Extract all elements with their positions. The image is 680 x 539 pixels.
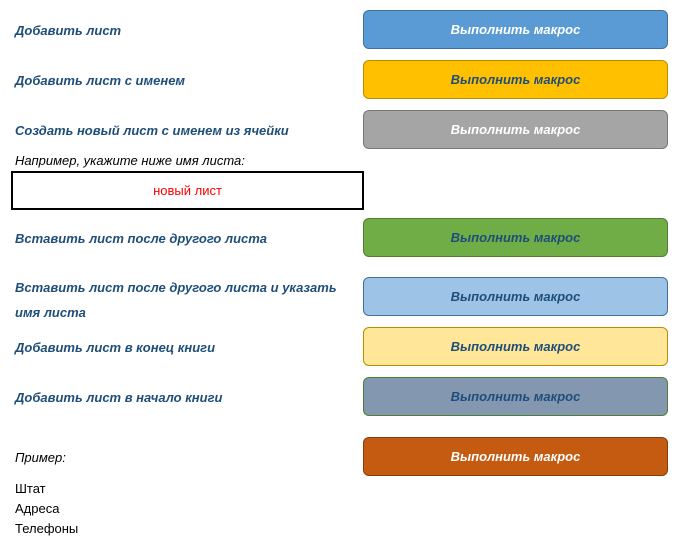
example-list-item: Адреса — [15, 501, 60, 516]
label-insert-after-sheet-with-name: Вставить лист после другого листа и указ… — [15, 280, 337, 320]
sheet-name-cell[interactable]: новый лист — [11, 171, 364, 210]
sheet-name-hint: Например, укажите ниже имя листа: — [15, 153, 245, 168]
run-macro-button-example[interactable]: Выполнить макрос — [363, 437, 668, 476]
label-add-sheet-at-start: Добавить лист в начало книги — [15, 390, 223, 405]
example-list-item: Телефоны — [15, 521, 79, 536]
run-macro-button-add-sheet-at-end[interactable]: Выполнить макрос — [363, 327, 668, 366]
label-add-sheet: Добавить лист — [15, 23, 122, 38]
label-add-sheet-with-name: Добавить лист с именем — [15, 73, 186, 88]
label-create-sheet-from-cell: Создать новый лист с именем из ячейки — [15, 123, 289, 138]
label-add-sheet-at-end: Добавить лист в конец книги — [15, 340, 216, 355]
label-insert-after-sheet: Вставить лист после другого листа — [15, 231, 268, 246]
run-macro-button-insert-after-sheet[interactable]: Выполнить макрос — [363, 218, 668, 257]
run-macro-button-add-sheet-at-start[interactable]: Выполнить макрос — [363, 377, 668, 416]
run-macro-button-add-sheet[interactable]: Выполнить макрос — [363, 10, 668, 49]
example-list-item: Штат — [15, 481, 46, 496]
run-macro-button-create-sheet-from-cell[interactable]: Выполнить макрос — [363, 110, 668, 149]
run-macro-button-add-sheet-with-name[interactable]: Выполнить макрос — [363, 60, 668, 99]
example-label: Пример: — [15, 450, 66, 465]
run-macro-button-insert-after-sheet-with-name[interactable]: Выполнить макрос — [363, 277, 668, 316]
